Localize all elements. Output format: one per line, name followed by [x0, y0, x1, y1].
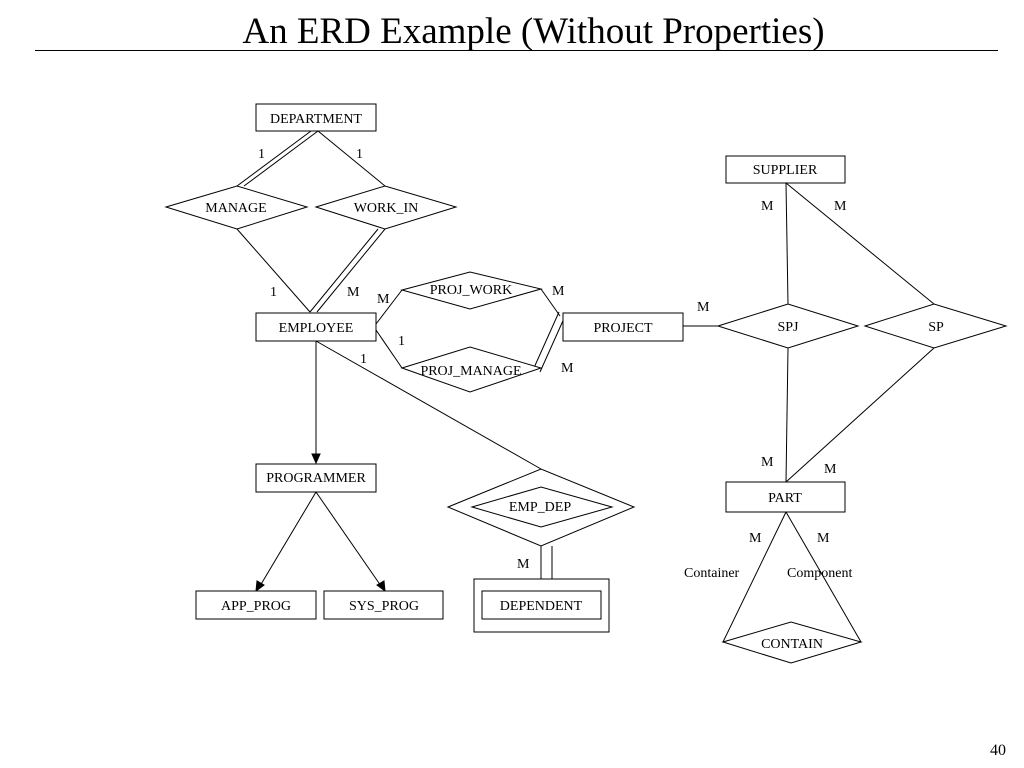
entity-app-prog[interactable]: APP_PROG: [195, 590, 317, 620]
entity-programmer-label: PROGRAMMER: [266, 471, 366, 486]
entity-part[interactable]: PART: [725, 481, 846, 513]
entity-department[interactable]: DEPARTMENT: [255, 103, 377, 132]
relationship-emp-dep-label: EMP_DEP: [509, 500, 571, 515]
sp-part-line: [785, 347, 935, 483]
proj-work-project-line: [540, 288, 561, 317]
cardinality-spj-part: M: [761, 455, 774, 470]
spj-supplier-line: [785, 182, 789, 305]
cardinality-sp-supplier: M: [834, 199, 847, 214]
relationship-proj-manage[interactable]: PROJ_MANAGE: [400, 346, 543, 393]
relationship-work-in[interactable]: WORK_IN: [314, 185, 458, 230]
proj-work-employee-line: [375, 289, 403, 325]
entity-supplier[interactable]: SUPPLIER: [725, 155, 846, 184]
work-in-employee-line-2: [316, 228, 386, 313]
sp-supplier-line: [785, 182, 935, 305]
entity-project[interactable]: PROJECT: [562, 312, 684, 342]
relationship-manage[interactable]: MANAGE: [164, 185, 309, 230]
entity-programmer[interactable]: PROGRAMMER: [255, 463, 377, 493]
relationship-spj[interactable]: SPJ: [716, 303, 860, 349]
role-component-label: Component: [787, 566, 852, 581]
cardinality-work-in-department: 1: [356, 147, 363, 162]
manage-employee-line: [236, 228, 311, 313]
relationship-proj-manage-label: PROJ_MANAGE: [420, 364, 521, 379]
entity-supplier-label: SUPPLIER: [753, 163, 818, 178]
relationship-spj-label: SPJ: [777, 320, 799, 335]
relationship-work-in-label: WORK_IN: [354, 201, 419, 216]
entity-sys-prog-label: SYS_PROG: [349, 599, 419, 614]
cardinality-manage-employee: 1: [270, 285, 277, 300]
cardinality-work-in-employee: M: [347, 285, 360, 300]
contain-component-line: [785, 511, 862, 643]
cardinality-proj-work-project: M: [552, 284, 565, 299]
entity-department-label: DEPARTMENT: [270, 112, 362, 127]
entity-project-label: PROJECT: [593, 321, 653, 336]
proj-manage-employee-line: [375, 329, 403, 369]
weak-entity-dependent-label: DEPENDENT: [500, 599, 583, 614]
manage-department-line-2: [243, 130, 319, 187]
cardinality-proj-work-employee: M: [377, 292, 390, 307]
cardinality-emp-dep-dependent: M: [517, 557, 530, 572]
entity-part-label: PART: [768, 491, 802, 506]
relationship-contain[interactable]: CONTAIN: [721, 621, 863, 664]
proj-manage-project-line-2: [539, 313, 567, 373]
relationship-sp-label: SP: [928, 320, 944, 335]
isa-arrowhead-sys-prog: [376, 580, 386, 593]
cardinality-spj-supplier: M: [761, 199, 774, 214]
emp-dep-employee-line: [315, 340, 542, 470]
entity-sys-prog[interactable]: SYS_PROG: [323, 590, 444, 620]
relationship-contain-label: CONTAIN: [761, 637, 823, 652]
cardinality-contain-component: M: [817, 531, 830, 546]
relationship-proj-work-label: PROJ_WORK: [430, 283, 512, 298]
cardinality-manage-department: 1: [258, 147, 265, 162]
cardinality-proj-manage-employee: 1: [398, 334, 405, 349]
work-in-department-line: [317, 130, 386, 187]
title-rule: [35, 50, 998, 51]
cardinality-spj-project: M: [697, 300, 710, 315]
entity-app-prog-label: APP_PROG: [221, 599, 291, 614]
cardinality-contain-container: M: [749, 531, 762, 546]
contain-container-line: [722, 511, 787, 643]
proj-manage-project-line: [532, 311, 560, 371]
isa-arrowhead-programmer: [311, 453, 321, 465]
entity-employee-label: EMPLOYEE: [279, 321, 354, 336]
relationship-manage-label: MANAGE: [205, 201, 266, 216]
spj-part-line: [785, 347, 789, 483]
relationship-proj-work[interactable]: PROJ_WORK: [400, 271, 543, 310]
page-number: 40: [990, 742, 1006, 759]
slide-title: An ERD Example (Without Properties): [242, 11, 825, 52]
isa-sys-prog-line: [315, 491, 382, 587]
weak-entity-dependent[interactable]: DEPENDENT: [473, 578, 610, 633]
cardinality-emp-dep-employee: 1: [360, 352, 367, 367]
relationship-sp[interactable]: SP: [863, 303, 1008, 349]
identifying-relationship-emp-dep[interactable]: EMP_DEP: [446, 468, 636, 547]
entity-employee[interactable]: EMPLOYEE: [255, 312, 377, 342]
manage-department-line: [236, 130, 312, 187]
isa-arrowhead-app-prog: [255, 580, 265, 593]
work-in-employee-line: [309, 228, 379, 313]
cardinality-sp-part: M: [824, 462, 837, 477]
isa-app-prog-line: [259, 491, 317, 587]
role-container-label: Container: [684, 566, 740, 581]
cardinality-proj-manage-project: M: [561, 361, 574, 376]
